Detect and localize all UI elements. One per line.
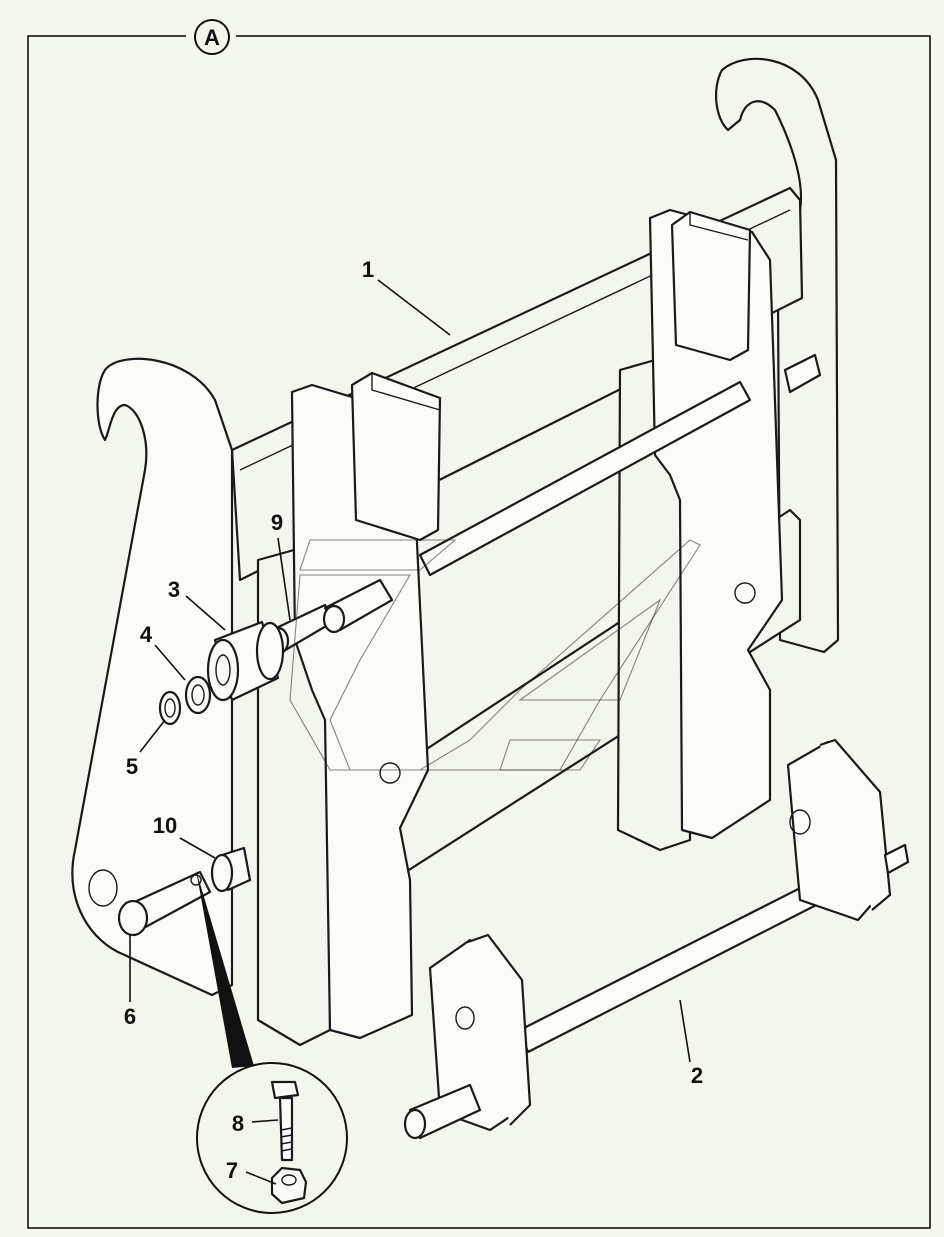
lower-rod bbox=[518, 876, 832, 1054]
view-label-badge: A bbox=[186, 19, 236, 55]
watermark-logo bbox=[289, 539, 701, 771]
right-hook-plate bbox=[715, 57, 840, 654]
right-latch-plate bbox=[648, 208, 784, 840]
view-label: A bbox=[204, 25, 220, 50]
callout-2: 2 bbox=[691, 1063, 703, 1088]
callout-5: 5 bbox=[126, 754, 138, 779]
circlip bbox=[158, 690, 182, 726]
roller-bush bbox=[206, 620, 285, 702]
hitch-pin bbox=[117, 870, 212, 937]
left-hook-plate bbox=[71, 357, 234, 997]
callout-6: 6 bbox=[124, 1004, 136, 1029]
diagram-frame bbox=[27, 35, 931, 1229]
detail-pointer bbox=[196, 870, 254, 1068]
bolt bbox=[270, 1080, 300, 1162]
right-pin-hole bbox=[734, 582, 756, 604]
callout-4: 4 bbox=[140, 622, 153, 647]
callout-8: 8 bbox=[232, 1111, 244, 1136]
hitch-frame bbox=[71, 57, 840, 1047]
hitch-pin-hole bbox=[88, 869, 118, 907]
left-pin-hole bbox=[379, 762, 401, 784]
callout-1: 1 bbox=[362, 257, 374, 282]
washer bbox=[184, 675, 212, 715]
leader-lines bbox=[129, 279, 691, 1185]
callout-3: 3 bbox=[168, 577, 180, 602]
callout-7: 7 bbox=[226, 1158, 238, 1183]
nut bbox=[270, 1166, 308, 1205]
detail-circle bbox=[196, 1062, 348, 1214]
right-top-block bbox=[670, 210, 752, 362]
callout-9: 9 bbox=[271, 510, 283, 535]
sleeve bbox=[210, 846, 252, 893]
locking-rod bbox=[418, 380, 752, 577]
callout-10: 10 bbox=[153, 813, 177, 838]
lower-bracket-assembly bbox=[403, 738, 910, 1140]
left-top-block bbox=[350, 371, 442, 542]
detail-inset bbox=[196, 870, 348, 1214]
